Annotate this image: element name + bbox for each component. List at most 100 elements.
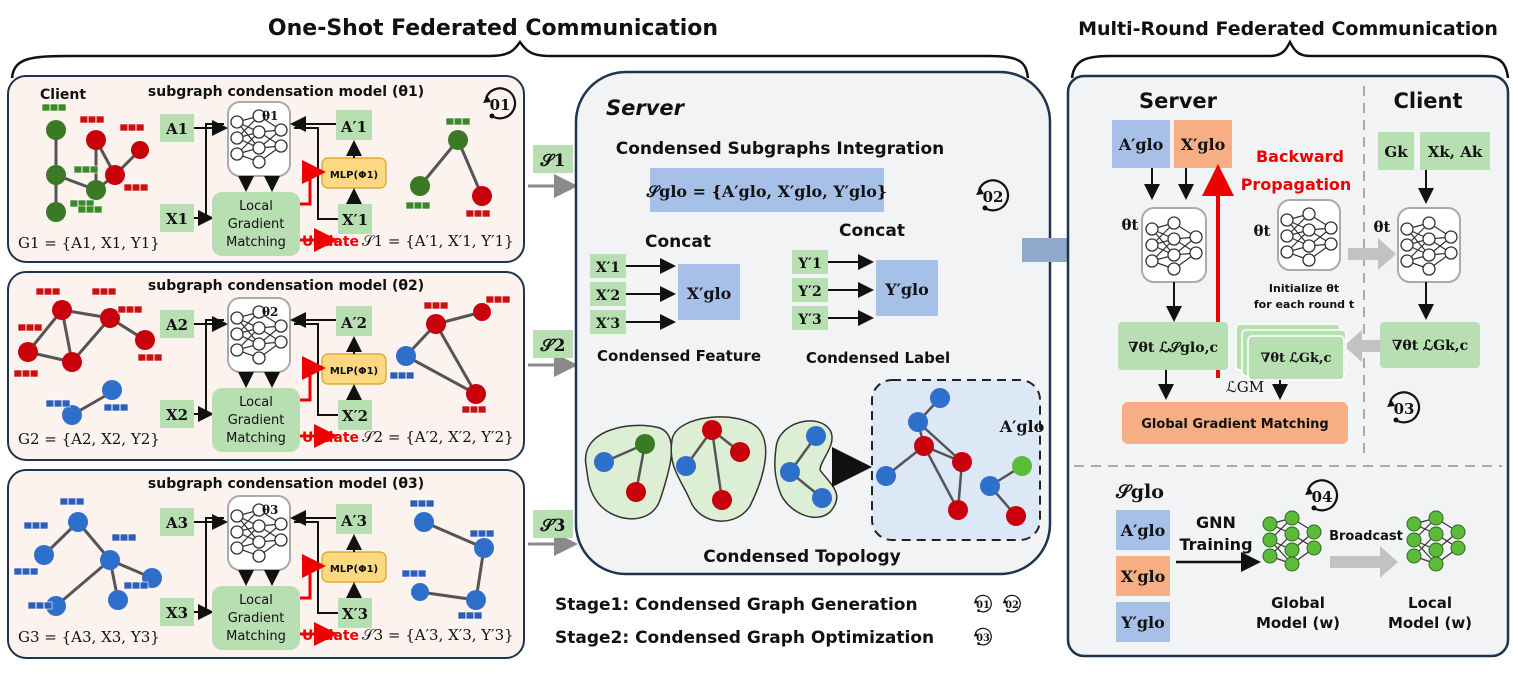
client2-model: θ2A2X2LocalGradientMatchingA′2MLP(Φ1)X′2… [18, 297, 514, 452]
lgm-line2: Gradient [228, 217, 285, 232]
a-prime: A′2 [340, 314, 367, 332]
init-line1: Initialize θt [1269, 282, 1339, 295]
svg-text:04: 04 [1312, 488, 1333, 506]
graph-equation: G1 = {A1, X1, Y1} [18, 234, 160, 252]
a-input: A3 [165, 514, 188, 532]
stage1-badge-02: 02 [1002, 594, 1021, 613]
mlp-label: MLP(Φ1) [330, 366, 378, 377]
s-equation: 𝒮2 = {A′2, X′2, Y′2} [362, 428, 514, 446]
server-title: Server [606, 96, 686, 120]
client2-model-title: subgraph condensation model (θ2) [148, 278, 424, 294]
svg-text:02: 02 [983, 188, 1004, 206]
a-prime: A′1 [340, 118, 367, 136]
concat-x-group: X′1X′2X′3 [590, 254, 676, 334]
concat-y-input: Y′3 [797, 312, 821, 328]
gk-box [1378, 132, 1414, 170]
x-input: X2 [166, 406, 188, 424]
client1-condensed-graph [405, 117, 492, 218]
theta-label: θ1 [262, 109, 278, 123]
s2-label: 𝒮2 [540, 336, 566, 356]
s-arrows [528, 174, 578, 556]
condensed-subgraphs [584, 416, 872, 522]
global-line1: Global [1271, 594, 1325, 612]
y-glo-box [876, 260, 938, 316]
ggm-label: Global Gradient Matching [1141, 417, 1328, 432]
a-input: A2 [165, 316, 188, 334]
client1-local-graph [41, 103, 149, 222]
concat-y-group: Y′1Y′2Y′3 [792, 250, 874, 330]
stage1-text: Stage1: Condensed Graph Generation [555, 595, 918, 615]
mlp-label: MLP(Φ1) [330, 170, 378, 181]
s-glo-box [650, 168, 884, 212]
s1-label: 𝒮1 [540, 151, 566, 171]
update-label: Update [302, 628, 359, 644]
global-topology-graph [876, 388, 1032, 526]
broadcast-arrow [1330, 546, 1398, 578]
step-01-badge: 01 [481, 87, 517, 120]
local-gradient-matching-box [212, 388, 300, 452]
l-gm-label: ℒGM [1226, 378, 1264, 396]
rs-y-glo2: Y′glo [1120, 613, 1165, 632]
one-shot-brace [10, 39, 1030, 79]
concat-left-label: Concat [645, 232, 711, 252]
update-label: Update [302, 430, 359, 446]
multi-round-header: Multi-Round Federated Communication [1078, 18, 1498, 40]
svg-text:02: 02 [1005, 600, 1019, 611]
concat-right-label: Concat [839, 221, 905, 241]
concat-x-input: X′1 [596, 260, 620, 276]
rs-server-grad: ∇θt ℒ𝒮glo,c [1128, 340, 1218, 356]
xk-box [1420, 132, 1490, 170]
s-equation: 𝒮1 = {A′1, X′1, Y′1} [362, 232, 514, 250]
rs-client-grad-stack [1247, 335, 1345, 381]
lgm-line1: Local [239, 199, 273, 214]
concat-x-input: X′3 [596, 316, 620, 332]
rs-theta-mid: θt [1254, 222, 1271, 240]
graph-equation: G2 = {A2, X2, Y2} [18, 430, 160, 448]
rs-a-glo: A′glo [1118, 135, 1164, 154]
lgm-line2: Gradient [228, 413, 285, 428]
client3-model: θ3A3X3LocalGradientMatchingA′3MLP(Φ1)X′3… [18, 495, 514, 650]
lgm-line3: Matching [226, 629, 286, 644]
x-prime: X′3 [342, 605, 368, 623]
x-glo-label: X′glo [687, 284, 732, 303]
rs-server-grad-box [1118, 322, 1228, 370]
y-glo-label: Y′glo [884, 280, 929, 299]
x-glo-box [678, 264, 740, 320]
xk-label: Xk, Ak [1428, 143, 1483, 161]
one-shot-header: One-Shot Federated Communication [268, 16, 718, 41]
upload-gradient-arrow [1344, 330, 1382, 362]
condensed-label-label: Condensed Label [806, 349, 950, 367]
x-input: X3 [166, 604, 188, 622]
propagation-text: Propagation [1241, 175, 1352, 194]
a-prime: A′3 [340, 512, 367, 530]
concat-y-input: Y′2 [797, 284, 821, 300]
rs-s-glo: 𝒮glo [1115, 481, 1164, 503]
lgm-line1: Local [239, 593, 273, 608]
stage1-badge-01: 01 [973, 594, 992, 613]
rs-a-glo2: A′glo [1120, 521, 1166, 540]
multi-round-brace [1070, 39, 1510, 79]
s3-label: 𝒮3 [540, 516, 566, 536]
a-glo-label: A′glo [999, 417, 1045, 436]
rs-client-grad-stack-text: ∇θt ℒGk,c [1261, 351, 1332, 366]
init-line2: for each round t [1254, 298, 1354, 311]
rs-client-grad-box [1380, 322, 1480, 368]
rs-client-title: Client [1393, 89, 1462, 113]
concat-x-input: X′2 [596, 288, 620, 304]
update-label: Update [302, 234, 359, 250]
svg-text:01: 01 [490, 96, 511, 114]
stage2-badge-03: 03 [973, 627, 992, 646]
x-prime: X′2 [342, 407, 368, 425]
svg-text:03: 03 [976, 633, 990, 644]
rs-x-glo2-box [1116, 556, 1170, 596]
rs-theta-right: θt [1374, 218, 1391, 236]
rs-x-glo: X′glo [1181, 135, 1226, 154]
rs-client-grad: ∇θt ℒGk,c [1392, 338, 1468, 354]
step-02-badge: 02 [974, 179, 1010, 212]
x-input: X1 [166, 210, 188, 228]
gk-label: Gk [1384, 143, 1408, 161]
rs-a-glo-box [1112, 120, 1170, 168]
client3-condensed-graph [401, 499, 495, 620]
theta-label: θ3 [262, 503, 278, 517]
concat-y-input: Y′1 [797, 256, 821, 272]
